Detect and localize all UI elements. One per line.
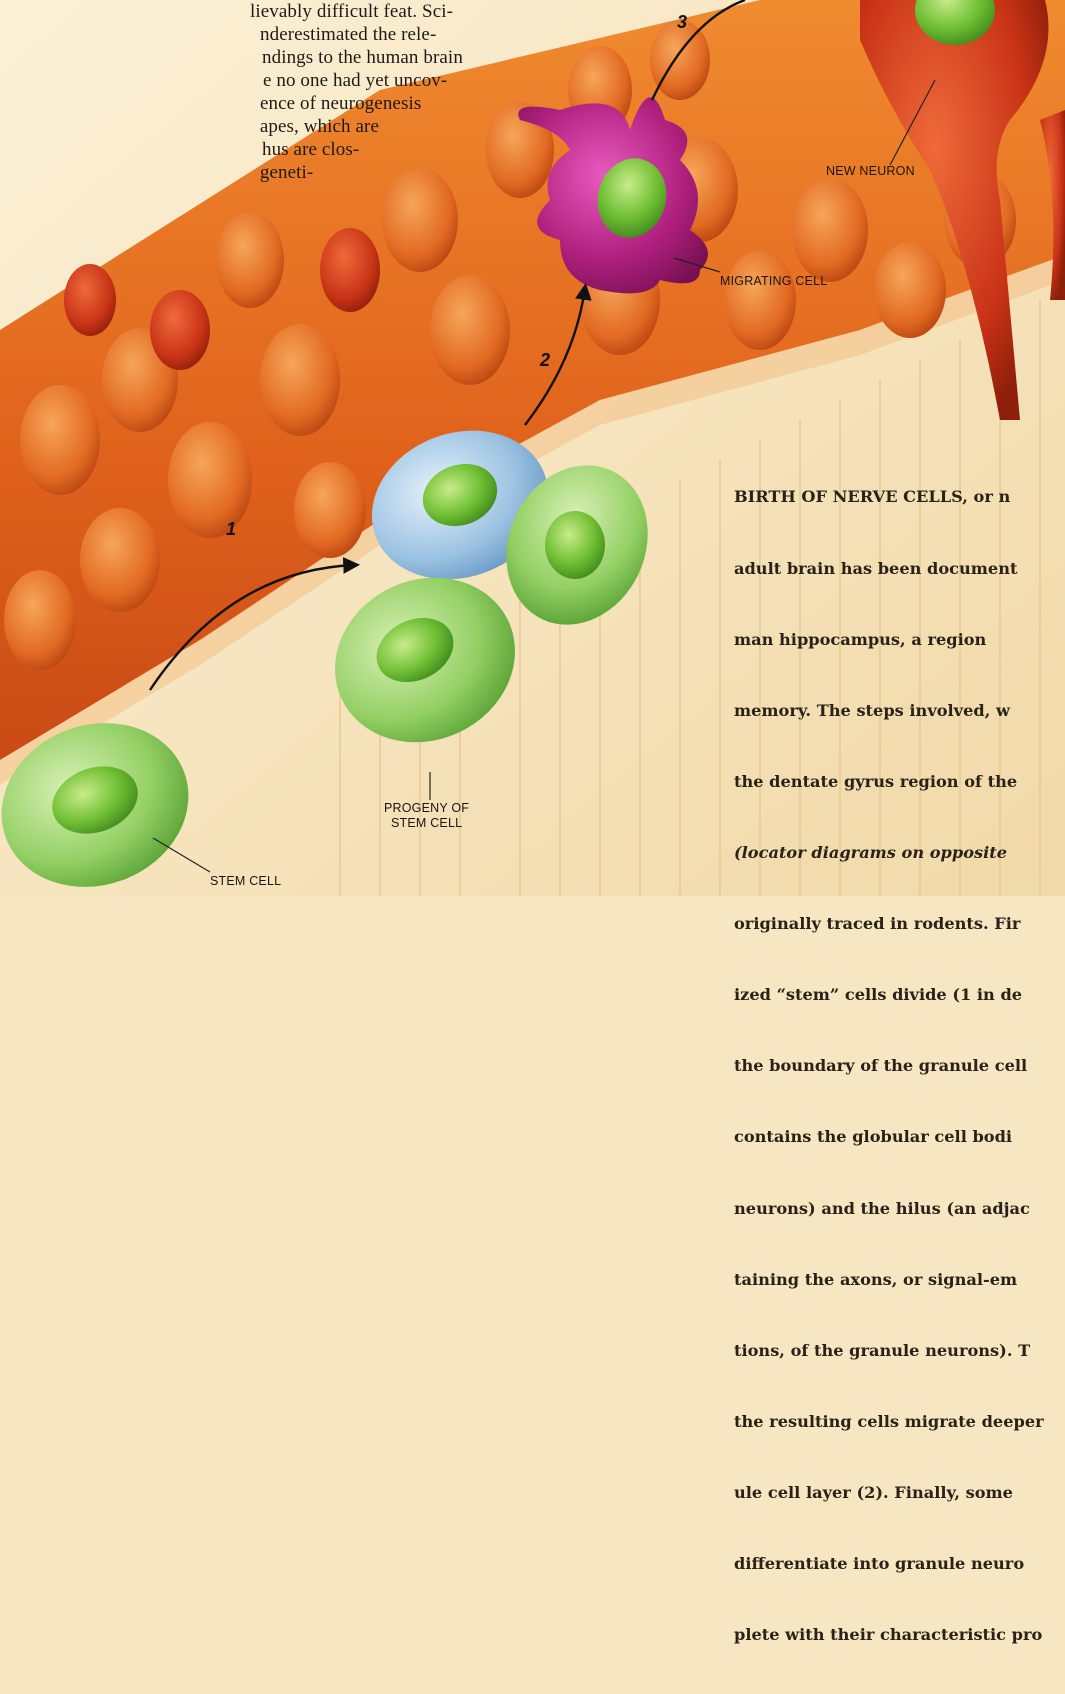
caption-line: (locator diagrams on opposite — [734, 841, 1065, 865]
caption-line: the resulting cells migrate deeper — [734, 1410, 1065, 1434]
caption-line: man hippocampus, a region — [734, 628, 1065, 652]
label-progeny-line1: PROGENY OF — [384, 801, 469, 815]
caption-line: differentiate into granule neuro — [734, 1552, 1065, 1576]
caption-line: neurons) and the hilus (an adjac — [734, 1197, 1065, 1221]
article-line: apes, which are — [255, 115, 379, 138]
label-progeny-line2: STEM CELL — [391, 816, 462, 830]
caption-line: BIRTH OF NERVE CELLS, or n — [734, 485, 1065, 509]
caption-line: tions, of the granule neurons). T — [734, 1339, 1065, 1363]
caption-line: plete with their characteristic pro — [734, 1623, 1065, 1647]
caption-line: adult brain has been document — [734, 557, 1065, 581]
label-migrating-cell: MIGRATING CELL — [720, 274, 827, 288]
label-stem-cell: STEM CELL — [210, 874, 281, 888]
article-line: nderestimated the rele- — [260, 23, 436, 46]
caption-line: the dentate gyrus region of the — [734, 770, 1065, 794]
caption-line: contains the globular cell bodi — [734, 1125, 1065, 1149]
article-line: ence of neurogenesis — [260, 92, 421, 115]
article-line: hus are clos- — [262, 138, 359, 161]
caption-line: taining the axons, or signal-em — [734, 1268, 1065, 1292]
label-new-neuron: NEW NEURON — [826, 164, 915, 178]
caption-line: originally traced in rodents. Fir — [734, 912, 1065, 936]
step-1-number: 1 — [226, 519, 236, 540]
article-line: geneti- — [255, 161, 313, 184]
caption-line: memory. The steps involved, w — [734, 699, 1065, 723]
step-2-number: 2 — [540, 350, 550, 371]
illustration-page: lievably difficult feat. Sci- nderestima… — [0, 0, 1065, 896]
step-3-number: 3 — [677, 12, 687, 33]
caption-line: the boundary of the granule cell — [734, 1054, 1065, 1078]
article-line: ndings to the human brain — [262, 46, 463, 69]
article-line: lievably difficult feat. Sci- — [250, 0, 453, 23]
figure-caption: BIRTH OF NERVE CELLS, or n adult brain h… — [734, 438, 1065, 1694]
article-line: e no one had yet uncov- — [263, 69, 447, 92]
caption-line: ule cell layer (2). Finally, some — [734, 1481, 1065, 1505]
caption-line: ized “stem” cells divide (1 in de — [734, 983, 1065, 1007]
